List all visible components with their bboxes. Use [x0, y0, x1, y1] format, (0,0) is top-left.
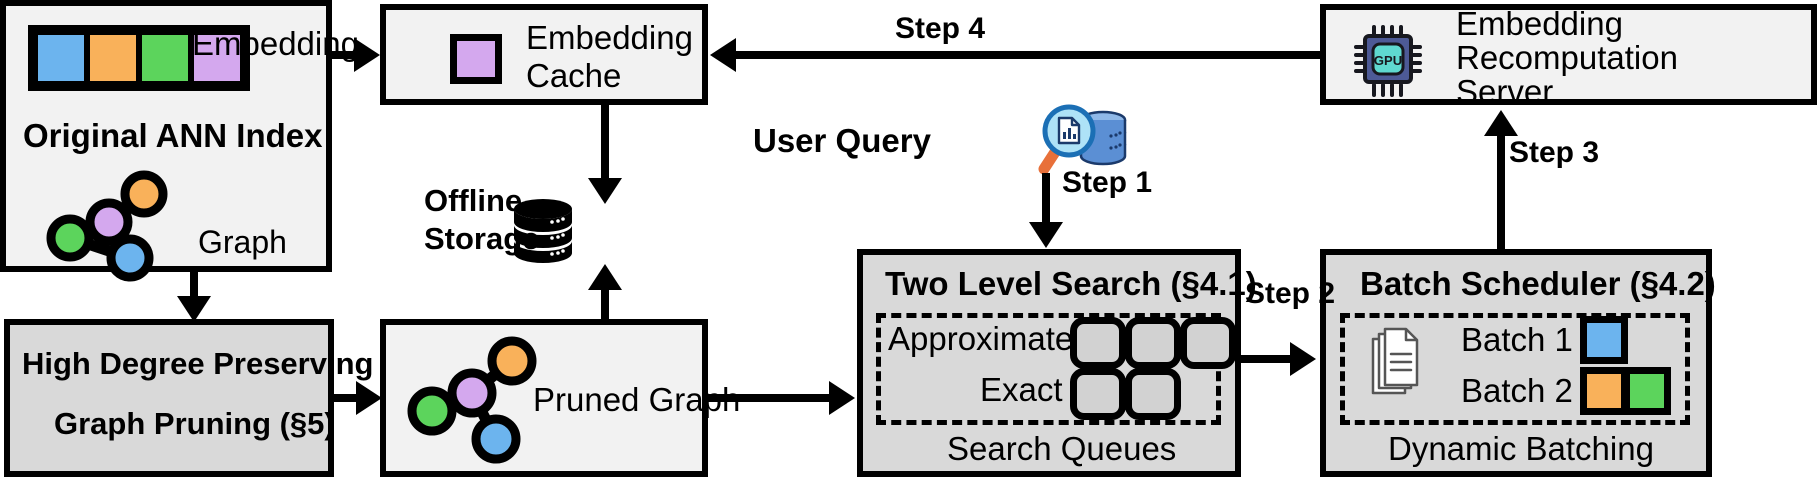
- search-queues-dashed-region: [876, 313, 1221, 425]
- arrow-step4-head: [710, 38, 736, 72]
- approximate-queue-slots[interactable]: [1070, 317, 1236, 369]
- embedding-cache-swatch: [450, 34, 502, 84]
- embedding-cell-purple: [191, 32, 243, 84]
- embedding-cell-orange: [87, 32, 139, 84]
- graph-pruning-box: High Degree Preserving Graph Pruning (§5…: [4, 319, 373, 477]
- batch-2-swatch-green: [1623, 367, 1671, 415]
- recomputation-server-line3: Server: [1456, 73, 1554, 110]
- arrow-prunedgraph-to-search-head: [829, 381, 855, 415]
- arrow-index-to-pruning-head: [177, 296, 211, 322]
- embedding-label: Embedding: [192, 25, 359, 62]
- exact-label: Exact: [980, 371, 1063, 408]
- step2-label: Step 2: [1245, 277, 1336, 310]
- batch-2-swatch-orange: [1580, 367, 1628, 415]
- gpu-chip-icon: GPU: [1352, 23, 1428, 99]
- two-level-search-box: Two Level Search (§4.1) Approximate Exac…: [857, 249, 1257, 477]
- offline-storage-line1: Offline: [424, 183, 523, 218]
- approximate-label: Approximate: [888, 320, 1074, 357]
- pruned-graph-box: Pruned Graph: [380, 319, 740, 477]
- embedding-strip: [28, 25, 250, 91]
- database-cylinder-icon: [512, 198, 574, 264]
- dynamic-batching-footer: Dynamic Batching: [1388, 430, 1654, 467]
- arrow-step3-line: [1497, 133, 1505, 251]
- recomputation-server-line1: Embedding: [1456, 5, 1623, 42]
- documents-stack-icon: [1370, 327, 1420, 399]
- queue-slot[interactable]: [1070, 368, 1126, 420]
- batch-2-label: Batch 2: [1461, 372, 1573, 409]
- search-queues-footer: Search Queues: [947, 430, 1177, 467]
- embedding-cell-blue: [35, 32, 87, 84]
- recomputation-server-box: GPU Embedding Recomputation Server: [1320, 4, 1817, 110]
- search-document-database-icon: [1037, 97, 1133, 183]
- user-query-label: User Query: [753, 122, 931, 159]
- original-ann-index-title: Original ANN Index: [23, 117, 323, 154]
- embedding-cache-box: Embedding Cache: [380, 4, 708, 105]
- queue-slot[interactable]: [1125, 317, 1181, 369]
- queue-slot[interactable]: [1180, 317, 1236, 369]
- arrow-step1-head: [1029, 222, 1063, 248]
- embedding-cache-line2: Cache: [526, 57, 622, 94]
- arrow-cache-to-storage-line: [601, 105, 609, 185]
- gpu-icon-text: GPU: [1374, 53, 1402, 68]
- arrow-prunedgraph-to-search-line: [708, 394, 832, 402]
- step4-label: Step 4: [895, 12, 986, 45]
- arrow-step2-head: [1290, 342, 1316, 376]
- arrow-prunedgraph-to-storage-head: [588, 264, 622, 290]
- arrow-pruning-to-prunedgraph-line: [334, 394, 362, 402]
- queue-slot[interactable]: [1070, 317, 1126, 369]
- arrow-index-to-pruning-line: [190, 272, 198, 310]
- embedding-cell-green: [139, 32, 191, 84]
- graph-pruning-line2: Graph Pruning (§5): [54, 406, 335, 441]
- arrow-step1-line: [1042, 173, 1050, 229]
- exact-queue-slots[interactable]: [1070, 368, 1181, 420]
- batch-scheduler-box: Batch Scheduler (§4.2) Batch 1 Batch 2: [1320, 249, 1716, 477]
- graph-pruning-line1: High Degree Preserving: [22, 346, 374, 381]
- arrow-step2-line: [1241, 355, 1293, 363]
- arrow-prunedgraph-to-storage-line: [601, 278, 609, 323]
- step3-label: Step 3: [1509, 136, 1600, 169]
- embedding-cache-line1: Embedding: [526, 19, 693, 56]
- arrow-step4-line: [736, 51, 1320, 59]
- dynamic-batching-dashed-region: [1340, 313, 1690, 425]
- arrow-pruning-to-prunedgraph-head: [356, 381, 382, 415]
- arrow-index-to-cache-line: [332, 51, 360, 59]
- original-ann-index-box: Embedding Original ANN Index Graph: [0, 0, 359, 282]
- original-graph-icon: [42, 170, 172, 282]
- batch-1-swatch-blue: [1580, 316, 1628, 364]
- recomputation-server-line2: Recomputation: [1456, 39, 1678, 76]
- arrow-step3-head: [1484, 110, 1518, 136]
- queue-slot[interactable]: [1125, 368, 1181, 420]
- batch-scheduler-title: Batch Scheduler (§4.2): [1360, 265, 1716, 302]
- arrow-index-to-cache-head: [354, 38, 380, 72]
- graph-label: Graph: [198, 224, 287, 260]
- pruned-graph-icon: [404, 336, 539, 467]
- batch-1-label: Batch 1: [1461, 321, 1573, 358]
- arrow-cache-to-storage-head: [588, 178, 622, 204]
- step1-label: Step 1: [1062, 166, 1153, 199]
- two-level-search-title: Two Level Search (§4.1): [885, 265, 1257, 302]
